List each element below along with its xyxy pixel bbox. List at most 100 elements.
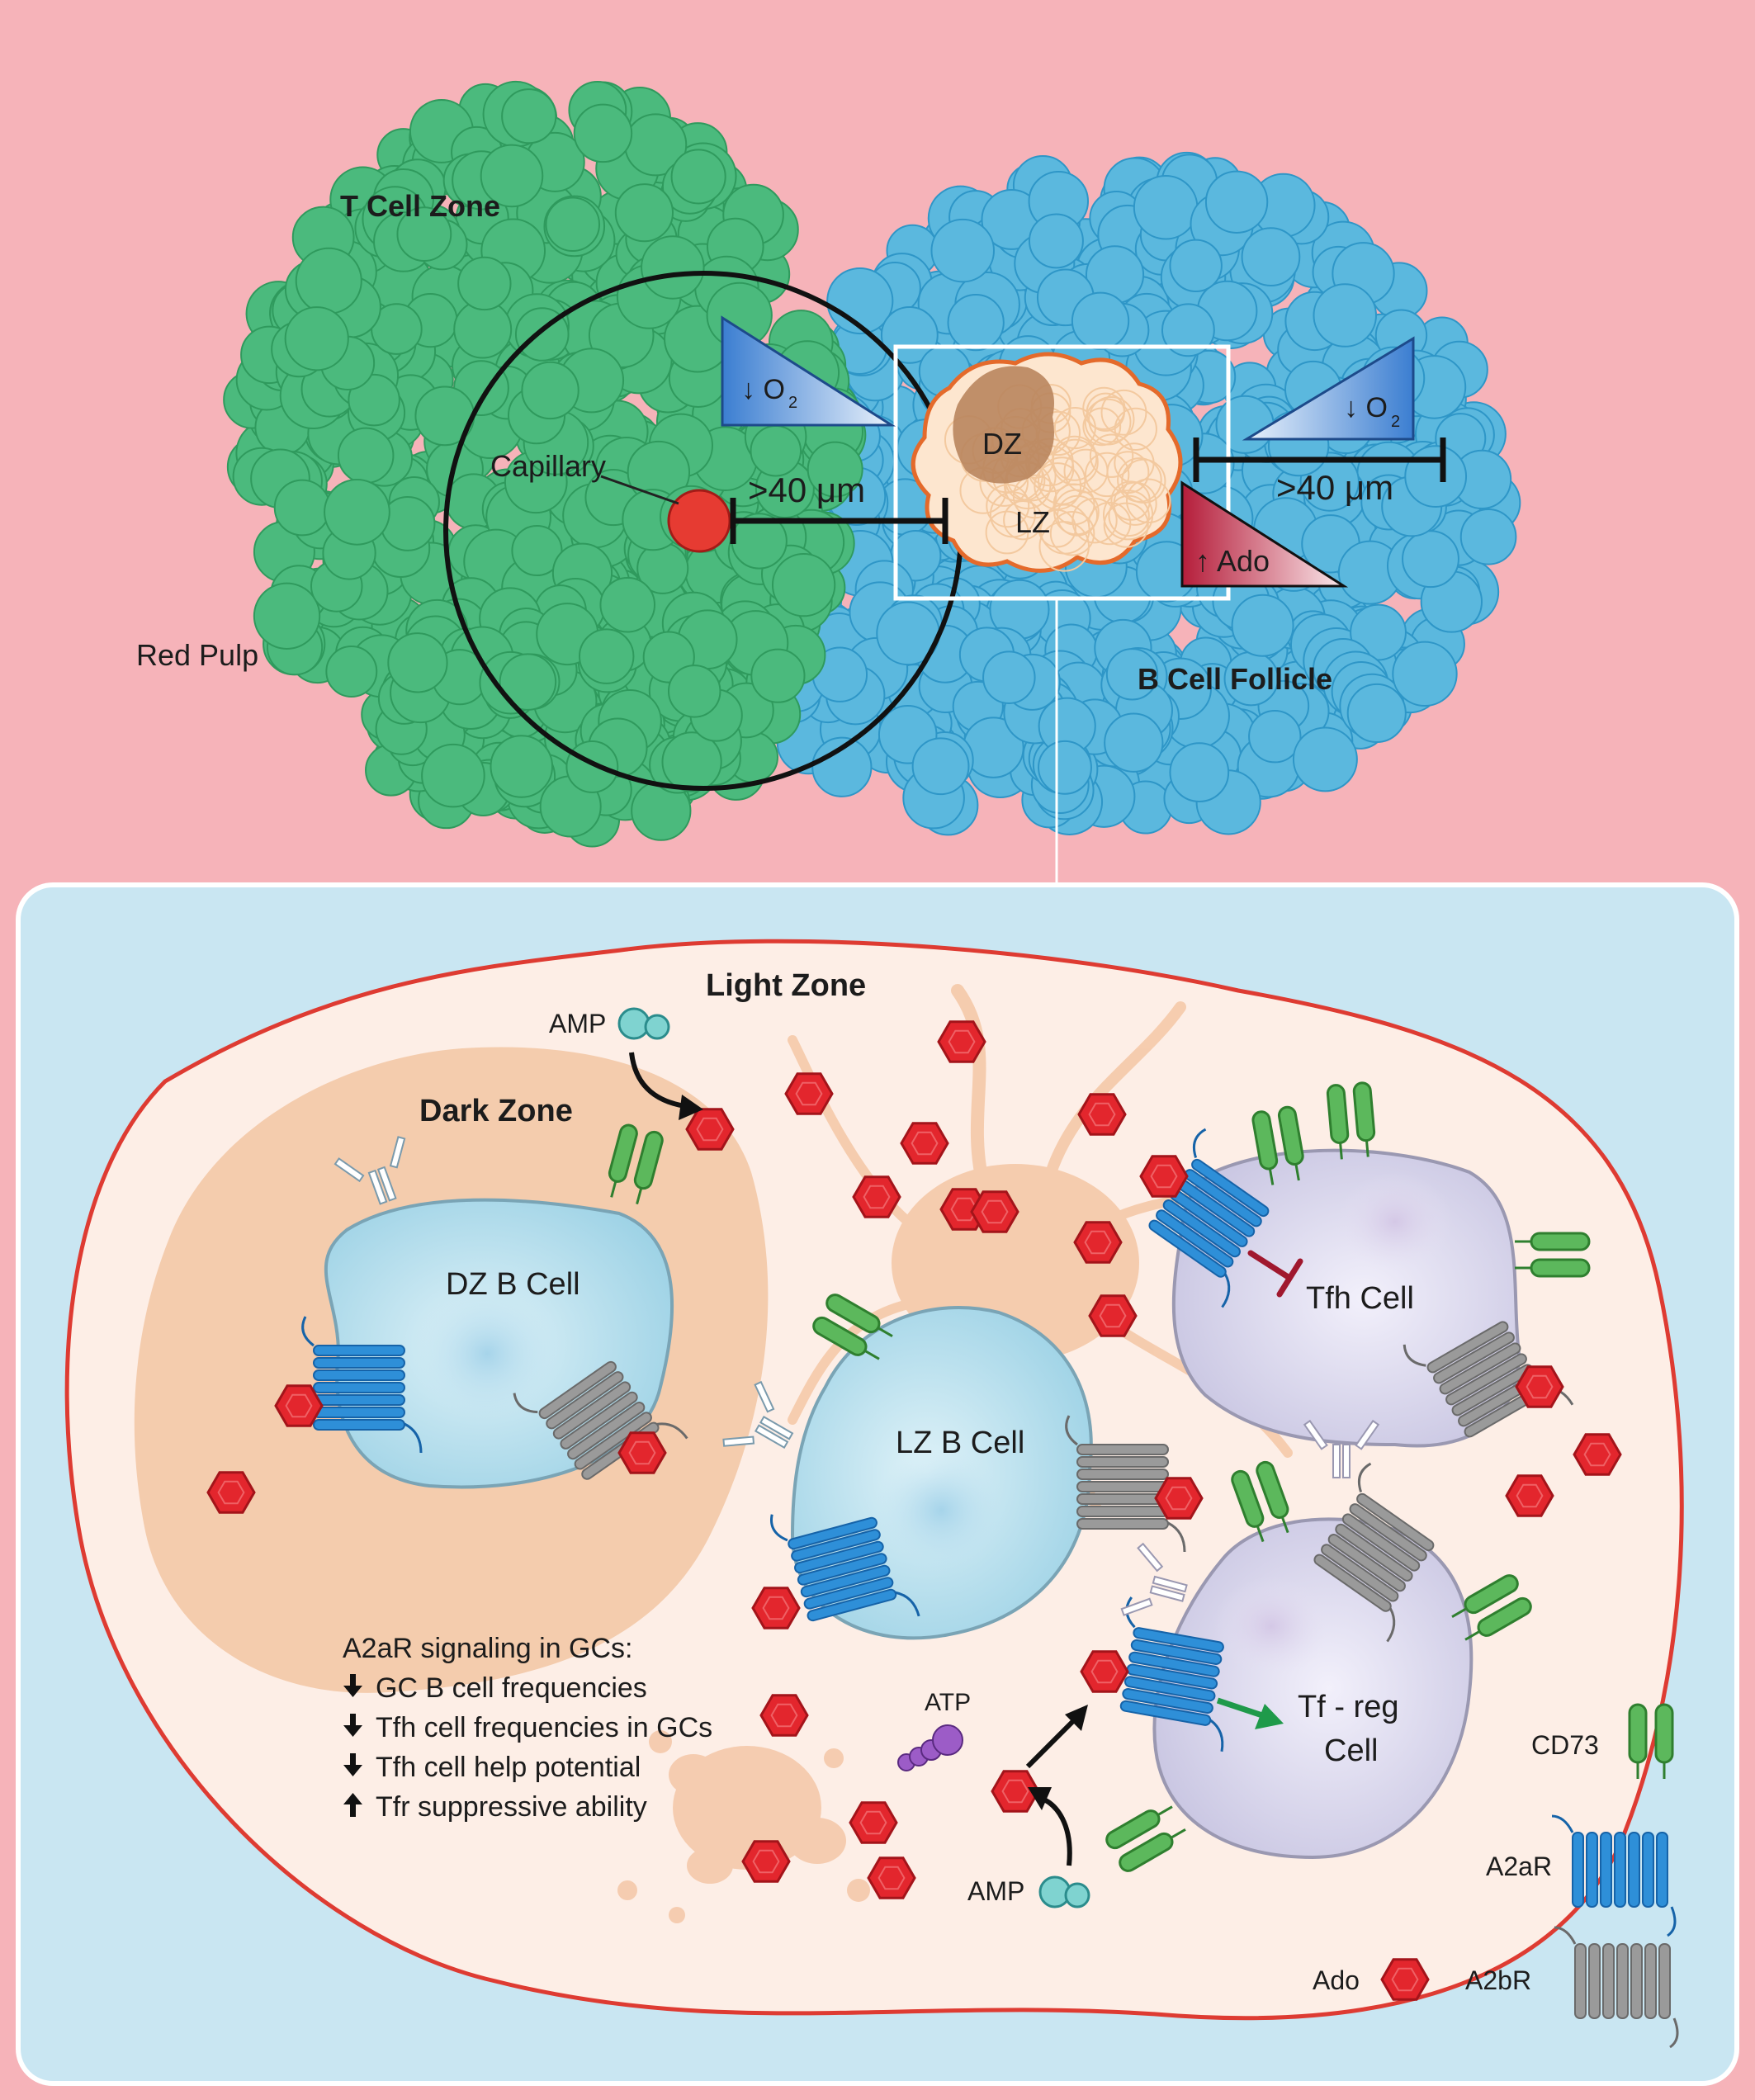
adenosine-icon (1073, 1221, 1123, 1264)
a2br-receptor-icon (1313, 1462, 1435, 1643)
receptor-antibody-icon (722, 1380, 794, 1450)
cell-icon (811, 736, 873, 797)
adenosine-icon (900, 1122, 949, 1165)
cell-icon (599, 576, 655, 633)
cell-icon (750, 424, 802, 477)
cell-icon (1049, 510, 1095, 556)
germinal-center-inset-box (893, 344, 1231, 601)
apoptotic-debris (617, 1730, 870, 1923)
cell-icon (1038, 740, 1092, 795)
cell-icon (545, 196, 601, 253)
svg-text:2: 2 (788, 394, 797, 412)
adenosine-icon (937, 1020, 986, 1063)
cell-icon (396, 206, 452, 262)
a2ar-receptor-icon (1148, 1128, 1270, 1308)
cell-icon (1084, 452, 1130, 498)
adenosine-icon (784, 1072, 834, 1115)
cell-icon (982, 650, 1036, 704)
adenosine-icon (1515, 1365, 1564, 1408)
summary-item-text: Tfr suppressive ability (376, 1791, 647, 1823)
cell-icon (337, 427, 395, 485)
cell-icon (1034, 462, 1082, 510)
summary-item: Tfh cell help potential (343, 1752, 641, 1783)
cell-icon (1133, 174, 1199, 240)
adenosine-icon (1088, 1294, 1138, 1337)
legend-a2ar-icon (1551, 1814, 1677, 1937)
stimulation-arrow (1216, 1697, 1284, 1729)
cell-icon (1292, 726, 1358, 792)
cell-icon (1052, 435, 1098, 481)
cell-icon (325, 646, 378, 698)
arrowhead-top (679, 1095, 703, 1120)
cell-icon (490, 735, 554, 798)
svg-text:2: 2 (1391, 413, 1400, 431)
cd73-receptor-icon (1515, 1232, 1591, 1278)
cell-icon (1248, 710, 1302, 764)
cell-icon (1241, 227, 1301, 287)
a2ar-summary: A2aR signaling in GCs: GC B cell frequen… (343, 1633, 712, 1823)
summary-item: Tfr suppressive ability (343, 1791, 647, 1823)
adenosine-icon (274, 1384, 324, 1427)
cell-icon (614, 183, 674, 243)
adenosine-icon (1505, 1474, 1554, 1517)
legend: CD73 A2aR Ado A2bR (1313, 1703, 1679, 2049)
summary-item-text: Tfh cell frequencies in GCs (376, 1712, 712, 1743)
ado-to-a2ar-arrow (1025, 1715, 1080, 1769)
amp-conversion-arrow-top (629, 1052, 686, 1109)
capillary-label: Capillary (490, 449, 606, 483)
adenosine-icon (991, 1770, 1040, 1813)
atp-label: ATP (925, 1689, 971, 1716)
spleen-overview: DZ LZ Capillary >40 μm >40 μm ↓ O 2 (136, 80, 1521, 885)
cell-icon (1169, 742, 1230, 802)
summary-item: Tfh cell frequencies in GCs (343, 1712, 712, 1743)
cell-icon (273, 479, 331, 537)
cell-icon (348, 373, 400, 427)
legend-a2br-label: A2bR (1465, 1965, 1531, 1995)
a2ar-receptor-icon (1119, 1596, 1224, 1752)
cell-icon (1404, 445, 1468, 508)
a2br-receptor-icon (1065, 1415, 1186, 1553)
tfh-cell-label: Tfh Cell (1306, 1281, 1414, 1316)
cell-icon (284, 306, 349, 371)
dz-label: DZ (982, 427, 1022, 461)
cell-icon (565, 740, 619, 793)
cell-icon (1106, 451, 1150, 494)
b-cell-follicle-label: B Cell Follicle (1138, 662, 1332, 696)
germinal-center: DZ LZ (911, 352, 1183, 573)
up-arrow-icon (343, 1793, 362, 1804)
down-arrow-icon (343, 1686, 362, 1697)
lz-b-cell-label: LZ B Cell (896, 1426, 1024, 1460)
cell-icon (1392, 641, 1458, 707)
tfreg-cell-label-line2: Cell (1324, 1733, 1378, 1768)
cd73-receptor-icon (1451, 1574, 1532, 1641)
dark-zone-label: Dark Zone (419, 1094, 573, 1128)
svg-text:↑ Ado: ↑ Ado (1195, 544, 1270, 578)
cell-icon (1204, 170, 1269, 234)
adenosine-icon (1077, 1093, 1127, 1136)
cell-icon (501, 88, 557, 144)
t-cell-zone-region (223, 80, 867, 848)
amp-molecule-top (617, 1007, 670, 1040)
arrowhead-bottom (1028, 1787, 1052, 1810)
distance-label-left: >40 μm (748, 471, 865, 509)
down-arrow-icon (350, 1753, 356, 1766)
legend-a2br-icon (1554, 1926, 1679, 2049)
tfreg-cell-label-line1: Tf - reg (1298, 1690, 1398, 1724)
a2ar-receptor-icon (770, 1514, 920, 1622)
adenosine-icon (751, 1587, 801, 1629)
cell-icon (1071, 291, 1130, 350)
cell-icon (1012, 474, 1057, 519)
adenosine-molecules (206, 1020, 1622, 1899)
cell-icon (670, 149, 726, 205)
cell-icon (1028, 213, 1084, 269)
cell-icon (911, 737, 970, 796)
cd73-receptor-icon (1231, 1460, 1289, 1543)
receptor-antibody-icon (333, 1136, 406, 1205)
dark-zone-area (953, 366, 1054, 484)
cell-icon (253, 582, 321, 650)
light-zone-label: Light Zone (706, 968, 866, 1003)
cell-icon (1039, 504, 1090, 555)
o2-gradient-right: ↓ O 2 (1242, 336, 1415, 441)
atp-molecule (897, 1724, 963, 1771)
cell-icon (1459, 508, 1517, 565)
